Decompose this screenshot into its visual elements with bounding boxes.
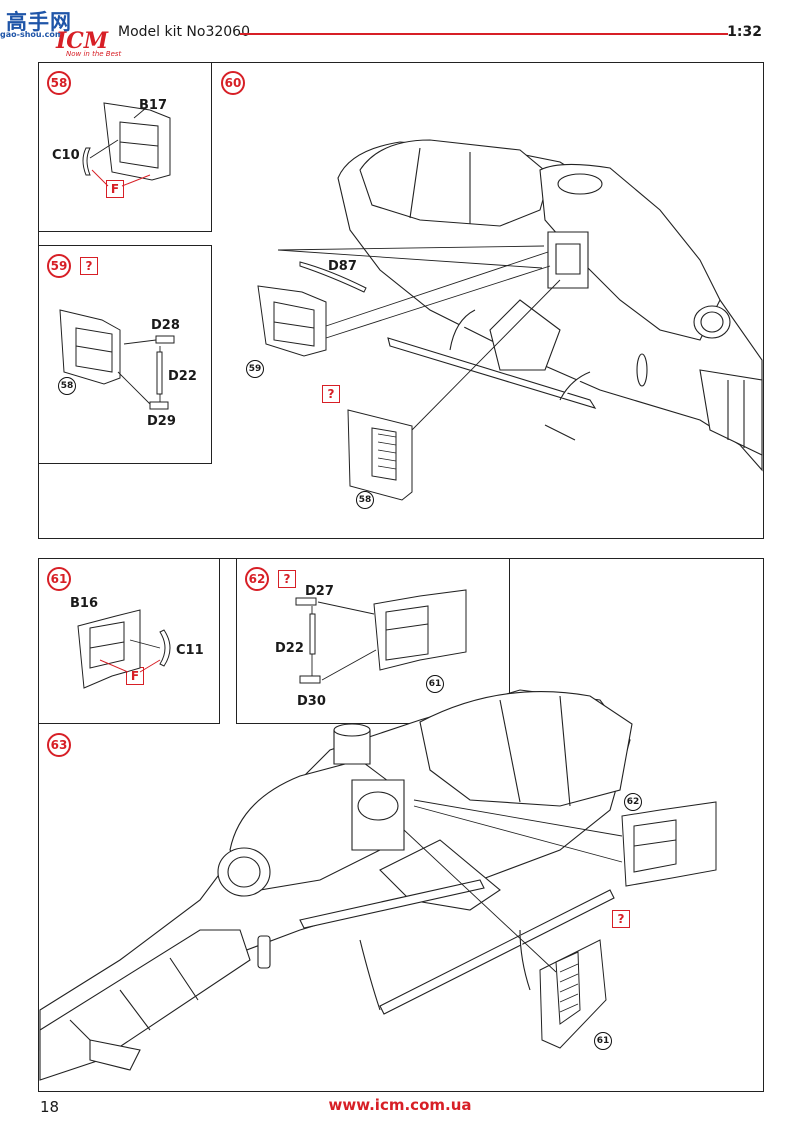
unknown-color-badge: ? (80, 257, 98, 275)
part-d22-label: D22 (168, 369, 197, 384)
step-61-frame (38, 558, 220, 724)
site-logo-text: 高手网 (6, 9, 72, 34)
part-c11-label: C11 (176, 643, 204, 658)
page-title: Model kit No32060 (118, 24, 250, 40)
page-number: 18 (40, 1098, 60, 1116)
ref-58-circle-60: 58 (356, 491, 374, 509)
scale-label: 1:32 (727, 24, 762, 40)
ref-58-circle: 58 (58, 377, 76, 395)
step-61-badge: 61 (47, 567, 71, 591)
unknown-color-badge-63: ? (612, 910, 630, 928)
step-63-badge: 63 (47, 733, 71, 757)
step-58-badge: 58 (47, 71, 71, 95)
part-b16-label: B16 (70, 596, 98, 611)
unknown-color-badge-60: ? (322, 385, 340, 403)
step-59-frame (38, 245, 212, 464)
step-62-frame (236, 558, 510, 724)
step-58-frame (38, 62, 212, 232)
unknown-color-badge-62: ? (278, 570, 296, 588)
part-d29-label: D29 (147, 414, 176, 429)
part-c10-label: C10 (52, 148, 80, 163)
ref-61-circle-63: 61 (594, 1032, 612, 1050)
part-d27-label: D27 (305, 584, 334, 599)
icm-tagline: Now in the Best (66, 50, 122, 58)
part-d30-label: D30 (297, 694, 326, 709)
step-59-badge: 59 (47, 254, 71, 278)
header-divider (240, 33, 728, 35)
ref-59-circle: 59 (246, 360, 264, 378)
footer-url[interactable]: www.icm.com.ua (328, 1096, 472, 1114)
site-logo-url: gao-shou.com (0, 30, 64, 39)
ref-61-circle: 61 (426, 675, 444, 693)
part-d22-label-62: D22 (275, 641, 304, 656)
ref-62-circle: 62 (624, 793, 642, 811)
part-d87-label: D87 (328, 259, 357, 274)
icm-logo: ICM (56, 28, 109, 54)
step-62-badge: 62 (245, 567, 269, 591)
step-60-badge: 60 (221, 71, 245, 95)
part-d28-label: D28 (151, 318, 180, 333)
glue-f-badge: F (106, 180, 124, 198)
